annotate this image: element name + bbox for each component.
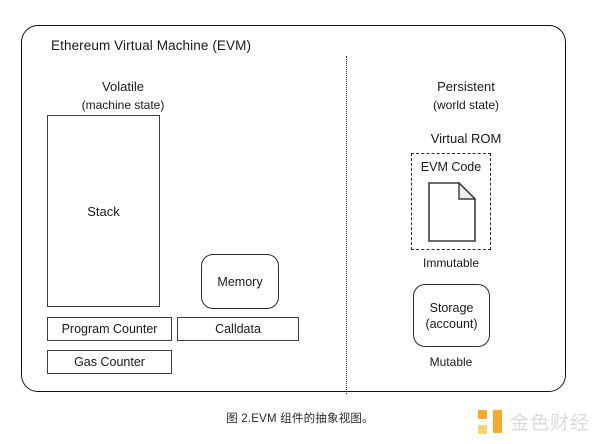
logo-square-bottom bbox=[478, 424, 487, 434]
logo-bar bbox=[493, 409, 502, 433]
program-counter-box: Program Counter bbox=[47, 317, 172, 341]
watermark: 金色财经 bbox=[478, 408, 590, 435]
volatile-persistent-divider bbox=[346, 56, 347, 394]
persistent-subheading-text: (world state) bbox=[432, 98, 500, 112]
document-icon bbox=[428, 182, 476, 242]
gas-counter-box: Gas Counter bbox=[47, 350, 172, 374]
immutable-label: Immutable bbox=[422, 256, 480, 270]
logo-square-top bbox=[478, 409, 487, 419]
volatile-column-heading: Volatile (machine state) bbox=[58, 78, 188, 114]
watermark-text: 金色财经 bbox=[510, 412, 591, 434]
stack-box: Stack bbox=[47, 115, 160, 307]
mutable-label: Mutable bbox=[429, 355, 473, 369]
evm-title: Ethereum Virtual Machine (EVM) bbox=[51, 38, 252, 53]
volatile-heading-text: Volatile bbox=[102, 79, 144, 94]
program-counter-label: Program Counter bbox=[61, 322, 158, 336]
stack-label: Stack bbox=[87, 203, 120, 219]
figure-caption: 图 2.EVM 组件的抽象视图。 bbox=[226, 413, 374, 425]
evm-code-label: EVM Code bbox=[420, 160, 482, 174]
memory-label: Memory bbox=[217, 274, 263, 289]
persistent-column-heading: Persistent (world state) bbox=[396, 78, 536, 114]
storage-label-line2: (account) bbox=[425, 316, 478, 331]
evm-code-box: EVM Code bbox=[411, 153, 491, 250]
evm-container: Ethereum Virtual Machine (EVM) Volatile … bbox=[21, 25, 566, 394]
gas-counter-label: Gas Counter bbox=[74, 355, 145, 369]
virtual-rom-label: Virtual ROM bbox=[430, 131, 502, 146]
persistent-heading-text: Persistent bbox=[437, 79, 495, 94]
jinse-logo-icon bbox=[478, 409, 504, 435]
storage-box: Storage (account) bbox=[413, 284, 490, 347]
calldata-box: Calldata bbox=[177, 317, 299, 341]
calldata-label: Calldata bbox=[215, 322, 261, 336]
storage-label-line1: Storage bbox=[429, 300, 474, 315]
memory-box: Memory bbox=[201, 254, 279, 309]
volatile-subheading-text: (machine state) bbox=[81, 98, 165, 112]
